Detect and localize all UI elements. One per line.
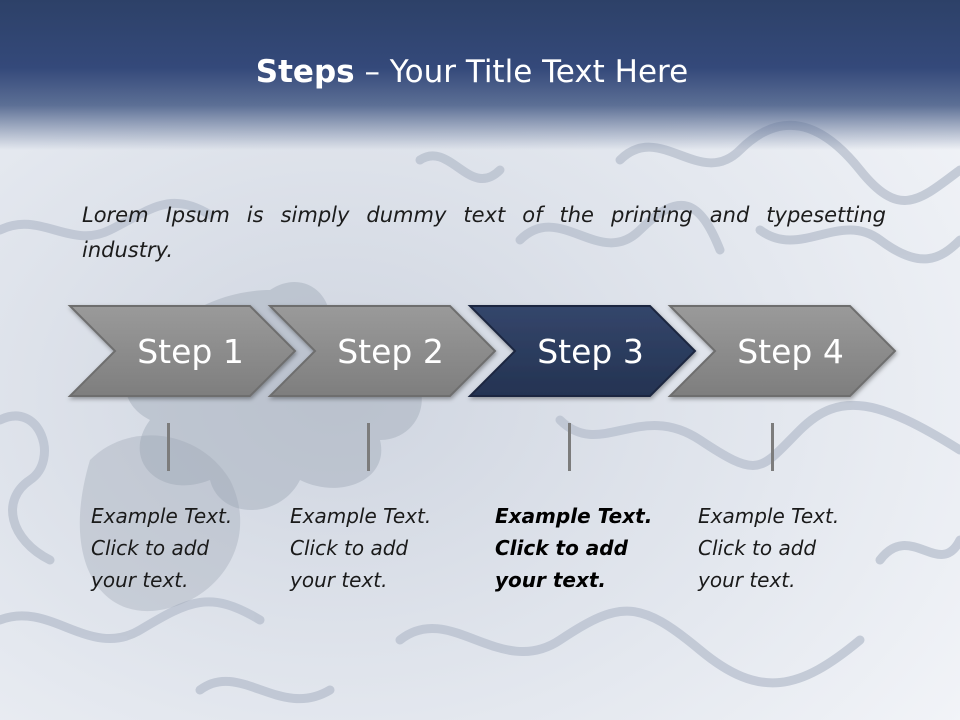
step-2-line-3: your text. xyxy=(290,568,388,592)
step-1-line-3: your text. xyxy=(91,568,189,592)
step-4-text[interactable]: Example Text. Click to add your text. xyxy=(698,500,888,596)
step-2-line-2: Click to add xyxy=(290,536,409,560)
step-1-line-1: Example Text. xyxy=(91,504,233,528)
header-band xyxy=(0,0,960,150)
step-3-label: Step 3 xyxy=(537,332,644,371)
step-2-connector xyxy=(367,423,370,471)
step-1-connector xyxy=(167,423,170,471)
step-3-line-1: Example Text. xyxy=(495,504,653,528)
step-3-line-2: Click to add xyxy=(495,536,628,560)
step-4-line-1: Example Text. xyxy=(698,504,840,528)
step-2-label: Step 2 xyxy=(337,332,444,371)
step-3-line-3: your text. xyxy=(495,568,607,592)
slide-title-rest: – Your Title Text Here xyxy=(354,54,689,90)
step-3-arrow[interactable] xyxy=(467,305,697,397)
step-4-line-3: your text. xyxy=(698,568,796,592)
step-2-text[interactable]: Example Text. Click to add your text. xyxy=(290,500,480,596)
step-1-label: Step 1 xyxy=(137,332,244,371)
slide-title-bold: Steps xyxy=(255,54,355,90)
slide-title[interactable]: Steps – Your Title Text Here xyxy=(0,54,944,90)
step-4-line-2: Click to add xyxy=(698,536,817,560)
step-2-line-1: Example Text. xyxy=(290,504,432,528)
step-1-line-2: Click to add xyxy=(91,536,210,560)
step-4-label: Step 4 xyxy=(737,332,844,371)
step-1-text[interactable]: Example Text. Click to add your text. xyxy=(91,500,281,596)
step-1-arrow[interactable] xyxy=(67,305,297,397)
step-2-arrow[interactable] xyxy=(267,305,497,397)
step-3-text[interactable]: Example Text. Click to add your text. xyxy=(495,500,685,596)
step-4-arrow[interactable] xyxy=(667,305,897,397)
step-3-connector xyxy=(568,423,571,471)
intro-text[interactable]: Lorem Ipsum is simply dummy text of the … xyxy=(82,203,886,262)
step-4-connector xyxy=(771,423,774,471)
